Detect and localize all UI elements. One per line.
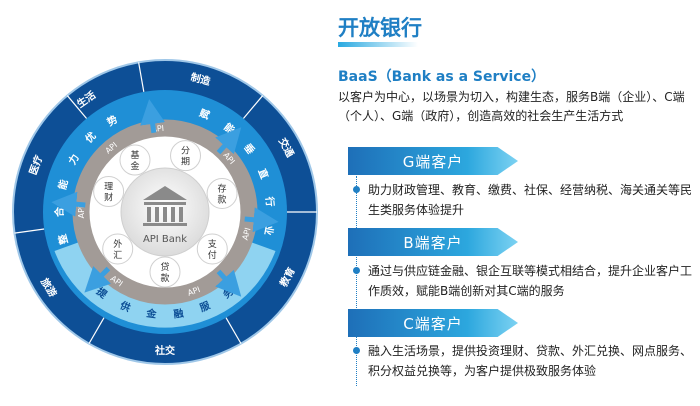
service-node: [170, 140, 202, 172]
section-g-heading: G端客户: [348, 147, 518, 175]
service-node: [102, 233, 134, 265]
service-label: 付: [208, 250, 217, 261]
outward-arrow: [140, 99, 165, 134]
service-label: 存: [218, 182, 227, 194]
service-node: [206, 177, 238, 209]
service-label: 理: [104, 181, 113, 192]
scenario-label: 社交: [154, 344, 175, 357]
service-label: 期: [181, 157, 190, 168]
service-label: 外: [113, 238, 122, 250]
section-b-text: 通过与供应链金融、银企互联等模式相结合，提升企业客户工作质效，赋能B端创新对其C…: [368, 264, 693, 298]
service-node: [119, 144, 151, 176]
title-underline: [338, 42, 418, 47]
band-bottom-char: 金: [145, 306, 159, 320]
scenario-divider: [242, 95, 264, 119]
description-panel: 开放银行 BaaS（Bank as a Service） 以客户为中心，以场景为…: [330, 0, 700, 406]
scenario-divider: [225, 317, 242, 344]
outward-arrow: [244, 207, 279, 233]
service-label: 金: [130, 160, 139, 172]
service-label: 财: [104, 191, 113, 203]
service-label: 贷: [160, 261, 169, 273]
band-left-char: 整: [56, 233, 71, 247]
api-bank-label: API Bank: [143, 234, 187, 245]
band-bottom-char: 供: [117, 298, 132, 314]
page-title: 开放银行: [338, 16, 422, 40]
baas-subtitle: BaaS（Bank as a Service）: [338, 69, 546, 85]
service-label: 支: [208, 238, 217, 250]
outward-arrow: [84, 266, 111, 293]
section-b-heading: B端客户: [348, 228, 518, 256]
outward-arrow: [215, 269, 242, 297]
api-label: API: [151, 124, 164, 134]
section-g-dot: [353, 186, 360, 193]
section-c-heading: C端客户: [348, 309, 518, 337]
section-c-dot: [353, 347, 360, 354]
outward-arrow: [51, 191, 86, 217]
service-label: 款: [218, 193, 227, 205]
bank-building-icon: [143, 186, 187, 226]
service-label: 汇: [113, 250, 122, 261]
scenario-divider: [14, 228, 45, 234]
band-bottom-char: 融: [173, 306, 185, 320]
api-label: API: [186, 285, 201, 298]
scenario-divider: [66, 95, 88, 119]
service-node: [196, 233, 228, 265]
band-right-char: 行: [263, 195, 277, 207]
service-label: 款: [160, 272, 169, 284]
outward-arrow: [215, 127, 242, 155]
band-right-char: 赋: [197, 106, 211, 122]
service-node: [149, 256, 181, 288]
timeline-line: [356, 176, 357, 386]
service-label: 基: [130, 149, 139, 161]
band-left-char: 能: [56, 178, 71, 191]
service-band-bottom: [54, 240, 276, 328]
api-label: API: [77, 206, 86, 219]
section-g-text: 助力财政管理、教育、缴费、社保、经营纳税、海关通关等民生类服务体验提升: [368, 183, 693, 217]
band-left-char: 合: [53, 206, 66, 218]
section-b-dot: [353, 267, 360, 274]
service-label: 分: [181, 146, 190, 157]
service-node: [93, 175, 125, 207]
band-right-char: 直: [255, 167, 271, 181]
section-c-text: 融入生活场景，提供投资理财、贷款、外汇兑换、网点服务、积分权益兑换等，为客户提供…: [368, 344, 693, 378]
api-ring: [72, 119, 258, 305]
intro-text: 以客户为中心，以场景为切入，构建生态，服务B端（企业）、C端（个人）、G端（政府…: [338, 90, 685, 123]
scenario-divider: [138, 62, 145, 92]
api-label: API: [241, 227, 253, 242]
scenario-divider: [88, 317, 105, 344]
